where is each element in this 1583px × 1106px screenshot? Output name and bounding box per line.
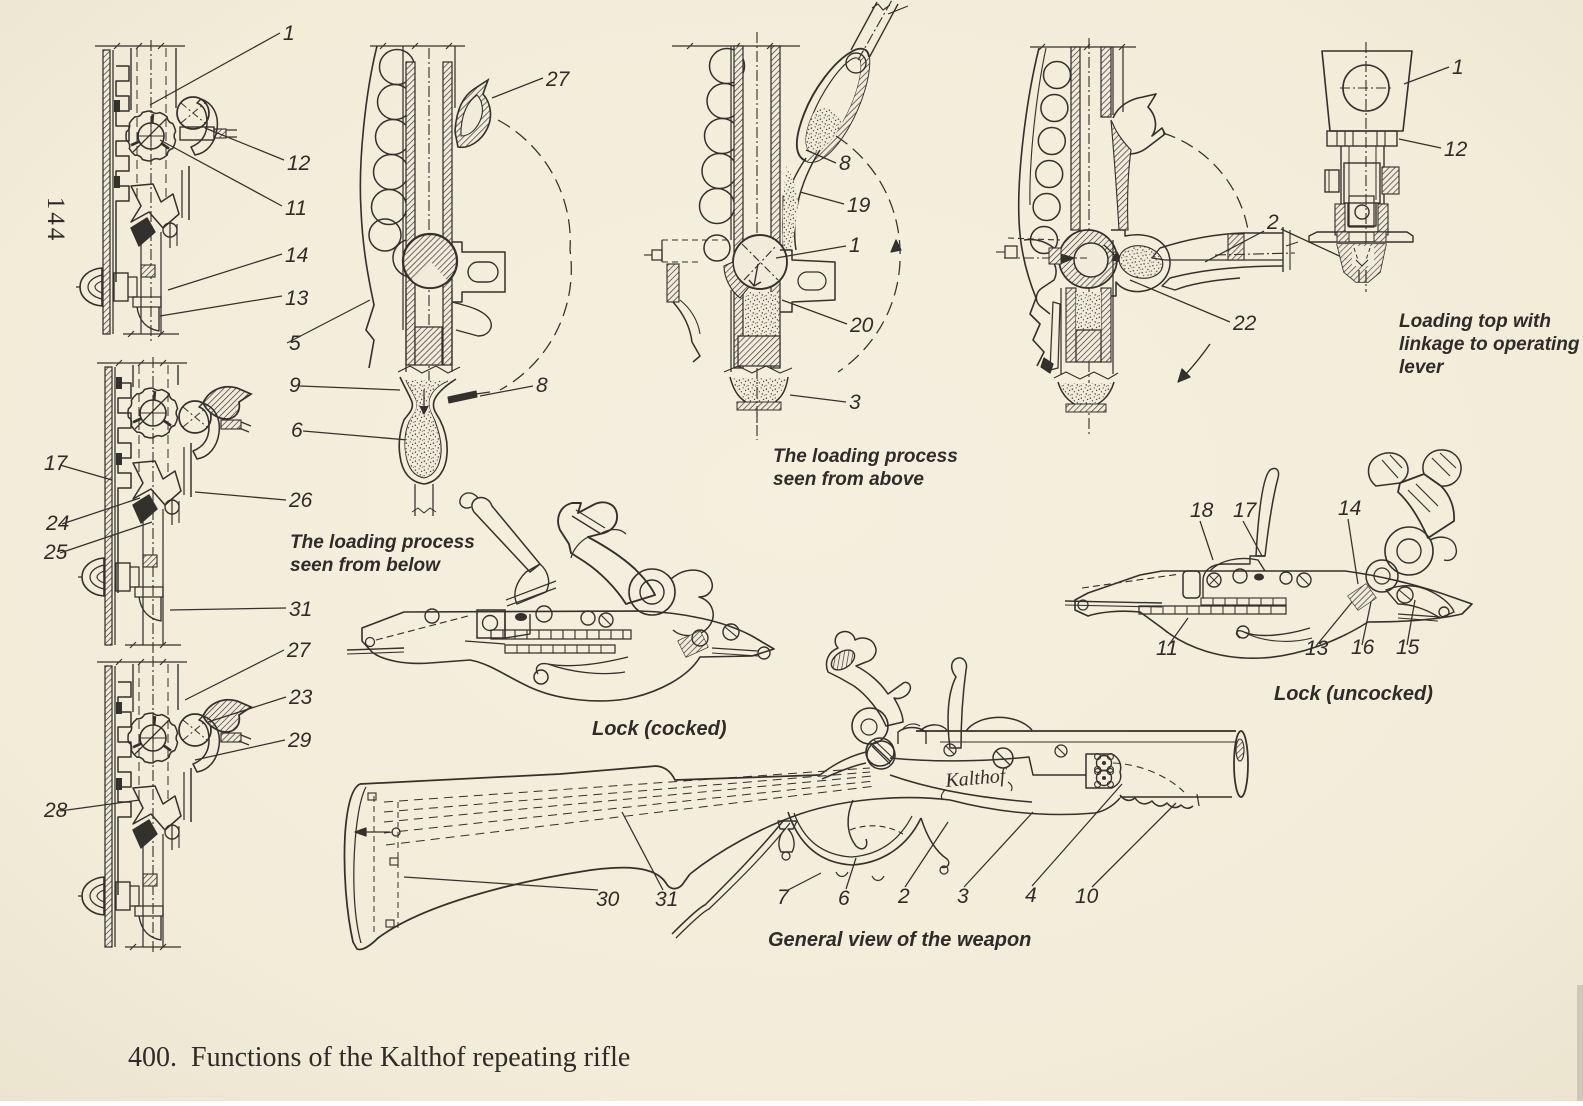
svg-text:144: 144 [42, 197, 69, 244]
svg-text:lever: lever [1399, 357, 1445, 378]
svg-text:27: 27 [545, 68, 571, 91]
svg-text:11: 11 [1156, 637, 1178, 660]
svg-text:Lock (uncocked): Lock (uncocked) [1274, 683, 1433, 705]
svg-text:31: 31 [289, 598, 312, 621]
svg-text:11: 11 [285, 197, 307, 220]
svg-text:400. Functions of the Kalthof: 400. Functions of the Kalthof repeating … [128, 1042, 630, 1073]
svg-text:17: 17 [1233, 499, 1258, 522]
svg-text:2: 2 [897, 885, 910, 908]
svg-text:13: 13 [1305, 637, 1329, 660]
svg-text:5: 5 [289, 332, 301, 355]
svg-text:12: 12 [287, 152, 311, 175]
svg-text:26: 26 [288, 489, 313, 512]
svg-text:9: 9 [289, 374, 301, 397]
svg-text:1: 1 [1452, 56, 1464, 79]
svg-text:seen from below: seen from below [290, 555, 441, 576]
svg-text:7: 7 [777, 886, 790, 909]
svg-text:28: 28 [43, 799, 68, 822]
svg-text:14: 14 [1338, 497, 1361, 520]
svg-text:Loading top with: Loading top with [1399, 311, 1551, 332]
svg-text:12: 12 [1444, 138, 1468, 161]
svg-text:The loading process: The loading process [290, 532, 475, 553]
svg-text:6: 6 [838, 887, 850, 910]
svg-text:3: 3 [849, 391, 861, 414]
svg-text:8: 8 [536, 374, 548, 397]
svg-text:18: 18 [1190, 499, 1214, 522]
svg-text:20: 20 [849, 314, 874, 337]
svg-text:31: 31 [655, 888, 678, 911]
svg-text:19: 19 [847, 194, 871, 217]
svg-text:14: 14 [285, 244, 308, 267]
svg-text:4: 4 [1025, 884, 1037, 907]
svg-text:General view of the weapon: General view of the weapon [768, 929, 1031, 951]
svg-text:13: 13 [285, 287, 309, 310]
svg-text:8: 8 [839, 152, 851, 175]
svg-text:30: 30 [596, 888, 620, 911]
svg-text:15: 15 [1396, 636, 1420, 659]
svg-text:23: 23 [288, 686, 313, 709]
svg-text:25: 25 [43, 541, 68, 564]
svg-text:1: 1 [283, 22, 295, 45]
svg-text:6: 6 [291, 419, 303, 442]
svg-text:17: 17 [44, 452, 69, 475]
svg-text:10: 10 [1075, 885, 1099, 908]
svg-text:22: 22 [1232, 312, 1257, 335]
svg-text:24: 24 [45, 512, 69, 535]
svg-text:The loading process: The loading process [773, 446, 958, 467]
svg-text:1: 1 [849, 234, 861, 257]
svg-text:seen from above: seen from above [773, 469, 924, 490]
svg-text:3: 3 [957, 885, 969, 908]
svg-text:16: 16 [1351, 636, 1375, 659]
svg-text:linkage to operating: linkage to operating [1399, 334, 1580, 355]
svg-text:Lock (cocked): Lock (cocked) [592, 718, 727, 740]
svg-text:2: 2 [1266, 211, 1279, 234]
svg-text:27: 27 [286, 639, 312, 662]
svg-text:29: 29 [287, 729, 312, 752]
